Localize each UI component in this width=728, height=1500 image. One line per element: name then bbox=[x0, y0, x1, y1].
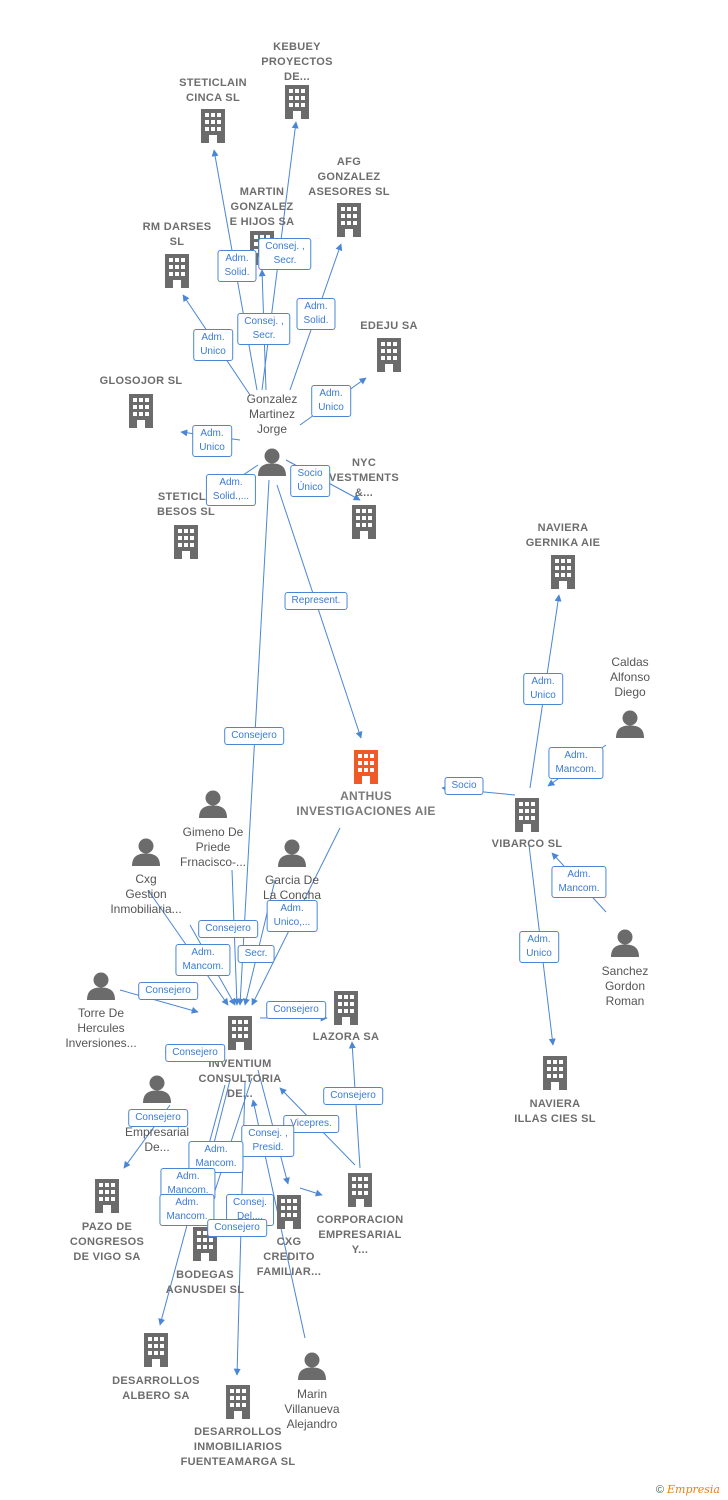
relationship-label[interactable]: Consejero bbox=[224, 727, 284, 745]
relationship-label[interactable]: Socio Único bbox=[290, 465, 330, 497]
node-label-corporacion[interactable]: CORPORACION EMPRESARIAL Y... bbox=[316, 1214, 404, 1256]
edge-9 bbox=[276, 484, 363, 739]
company-building-icon[interactable] bbox=[142, 1333, 170, 1372]
node-label-kebuey[interactable]: KEBUEY PROYECTOS DE... bbox=[261, 41, 333, 83]
company-building-icon[interactable] bbox=[93, 1179, 121, 1218]
relationship-label[interactable]: Consejero bbox=[165, 1044, 225, 1062]
company-building-icon[interactable] bbox=[163, 254, 191, 293]
node-label-gonzalez[interactable]: Gonzalez Martinez Jorge bbox=[246, 392, 298, 436]
company-building-icon[interactable] bbox=[513, 798, 541, 837]
edge-33 bbox=[299, 1187, 323, 1197]
relationship-label[interactable]: Consej. , Secr. bbox=[237, 313, 291, 345]
node-label-edeju[interactable]: EDEJU SA bbox=[360, 320, 418, 332]
company-building-icon[interactable] bbox=[275, 1195, 303, 1234]
edge-21 bbox=[119, 989, 199, 1014]
node-label-marin[interactable]: Marin Villanueva Alejandro bbox=[284, 1387, 340, 1431]
person-icon[interactable] bbox=[257, 448, 287, 481]
person-icon[interactable] bbox=[198, 790, 228, 823]
node-label-caldas[interactable]: Caldas Alfonso Diego bbox=[609, 655, 651, 699]
node-label-steticlab[interactable]: STETICLA BESOS SL bbox=[156, 491, 216, 518]
node-label-fuenteamarga[interactable]: DESARROLLOS INMOBILIARIOS FUENTEAMARGA S… bbox=[180, 1426, 296, 1468]
node-label-inventium[interactable]: INVENTIUM CONSULTORIA DE... bbox=[198, 1058, 282, 1100]
node-label-vibarco[interactable]: VIBARCO SL bbox=[491, 838, 563, 850]
relationship-label[interactable]: Consejero bbox=[266, 1001, 326, 1019]
relationship-label[interactable]: Consejero bbox=[138, 982, 198, 1000]
copyright-symbol: © bbox=[655, 1484, 664, 1496]
node-label-gimeno[interactable]: Gimeno De Priede Frnacisco-... bbox=[179, 825, 247, 869]
company-building-icon[interactable] bbox=[541, 1056, 569, 1095]
relationship-label[interactable]: Adm. Unico bbox=[193, 329, 233, 361]
relationship-label[interactable]: Adm. Solid. bbox=[217, 250, 257, 282]
edge-32 bbox=[348, 1041, 361, 1169]
relationship-label[interactable]: Consejero bbox=[323, 1087, 383, 1105]
node-label-cxg_gestion[interactable]: Cxg Gestion Inmobiliaria... bbox=[110, 872, 182, 916]
relationship-label[interactable]: Adm. Mancom. bbox=[175, 944, 231, 976]
relationship-label[interactable]: Consejero bbox=[128, 1109, 188, 1127]
person-icon[interactable] bbox=[610, 929, 640, 962]
person-icon[interactable] bbox=[86, 972, 116, 1005]
node-label-steticlain[interactable]: STETICLAIN CINCA SL bbox=[179, 77, 247, 104]
relationship-label[interactable]: Adm. Unico bbox=[519, 931, 559, 963]
relationship-label[interactable]: Represent. bbox=[284, 592, 348, 610]
relationship-label[interactable]: Socio bbox=[444, 777, 484, 795]
node-label-sanchez[interactable]: Sanchez Gordon Roman bbox=[601, 964, 649, 1008]
node-label-lazora[interactable]: LAZORA SA bbox=[312, 1031, 380, 1043]
person-icon[interactable] bbox=[615, 710, 645, 743]
company-building-icon[interactable] bbox=[352, 750, 380, 789]
node-label-glosojor[interactable]: GLOSOJOR SL bbox=[99, 375, 183, 387]
footer: © Empresia bbox=[656, 1483, 720, 1496]
node-label-afg[interactable]: AFG GONZALEZ ASESORES SL bbox=[308, 156, 390, 198]
company-building-icon[interactable] bbox=[350, 505, 378, 544]
company-building-icon[interactable] bbox=[375, 338, 403, 377]
company-building-icon[interactable] bbox=[172, 525, 200, 564]
node-label-albero[interactable]: DESARROLLOS ALBERO SA bbox=[112, 1375, 200, 1402]
relationship-label[interactable]: Consej. , Presid. bbox=[241, 1125, 295, 1157]
company-building-icon[interactable] bbox=[127, 394, 155, 433]
relationship-label[interactable]: Adm. Mancom. bbox=[548, 747, 604, 779]
person-icon[interactable] bbox=[277, 839, 307, 872]
brand-logo[interactable]: Empresia bbox=[667, 1483, 720, 1496]
relationship-label[interactable]: Adm. Solid.,... bbox=[205, 474, 257, 506]
relationship-label[interactable]: Adm. Unico,... bbox=[266, 900, 318, 932]
company-building-icon[interactable] bbox=[226, 1016, 254, 1055]
relationship-label[interactable]: Adm. Mancom. bbox=[188, 1141, 244, 1173]
relationship-label[interactable]: Consejero bbox=[207, 1219, 267, 1237]
company-building-icon[interactable] bbox=[335, 203, 363, 242]
node-label-bodegas[interactable]: BODEGAS AGNUSDEI SL bbox=[165, 1269, 245, 1296]
node-label-naviera_illas[interactable]: NAVIERA ILLAS CIES SL bbox=[514, 1098, 596, 1125]
node-label-naviera_gernika[interactable]: NAVIERA GERNIKA AIE bbox=[525, 522, 601, 549]
relationship-label[interactable]: Consej. , Secr. bbox=[258, 238, 312, 270]
person-icon[interactable] bbox=[297, 1352, 327, 1385]
node-label-nyc[interactable]: NYC VESTMENTS &... bbox=[329, 457, 399, 499]
relationship-label[interactable]: Adm. Solid. bbox=[296, 298, 336, 330]
node-label-torre[interactable]: Torre De Hercules Inversiones... bbox=[65, 1006, 137, 1050]
node-label-anthus[interactable]: ANTHUS INVESTIGACIONES AIE bbox=[296, 789, 436, 818]
company-building-icon[interactable] bbox=[199, 109, 227, 148]
relationship-label[interactable]: Secr. bbox=[237, 945, 275, 963]
company-building-icon[interactable] bbox=[332, 991, 360, 1030]
node-label-rmdarses[interactable]: RM DARSES SL bbox=[142, 221, 212, 248]
relationship-label[interactable]: Consejero bbox=[198, 920, 258, 938]
relationship-label[interactable]: Vicepres. bbox=[283, 1115, 339, 1133]
node-label-cxg_credito[interactable]: CXG CREDITO FAMILIAR... bbox=[256, 1236, 322, 1278]
company-building-icon[interactable] bbox=[283, 85, 311, 124]
relationship-label[interactable]: Adm. Unico bbox=[311, 385, 351, 417]
relationship-label[interactable]: Adm. Unico bbox=[523, 673, 563, 705]
company-building-icon[interactable] bbox=[549, 555, 577, 594]
relationship-label[interactable]: Adm. Mancom. bbox=[551, 866, 607, 898]
node-label-martin[interactable]: MARTIN GONZALEZ E HIJOS SA bbox=[229, 186, 295, 228]
node-label-garcia[interactable]: Garcia De La Concha bbox=[262, 873, 322, 902]
company-building-icon[interactable] bbox=[224, 1385, 252, 1424]
relationship-label[interactable]: Adm. Mancom. bbox=[159, 1194, 215, 1226]
person-icon[interactable] bbox=[142, 1075, 172, 1108]
company-building-icon[interactable] bbox=[346, 1173, 374, 1212]
node-label-pazo[interactable]: PAZO DE CONGRESOS DE VIGO SA bbox=[69, 1221, 145, 1263]
relationship-label[interactable]: Adm. Unico bbox=[192, 425, 232, 457]
person-icon[interactable] bbox=[131, 838, 161, 871]
